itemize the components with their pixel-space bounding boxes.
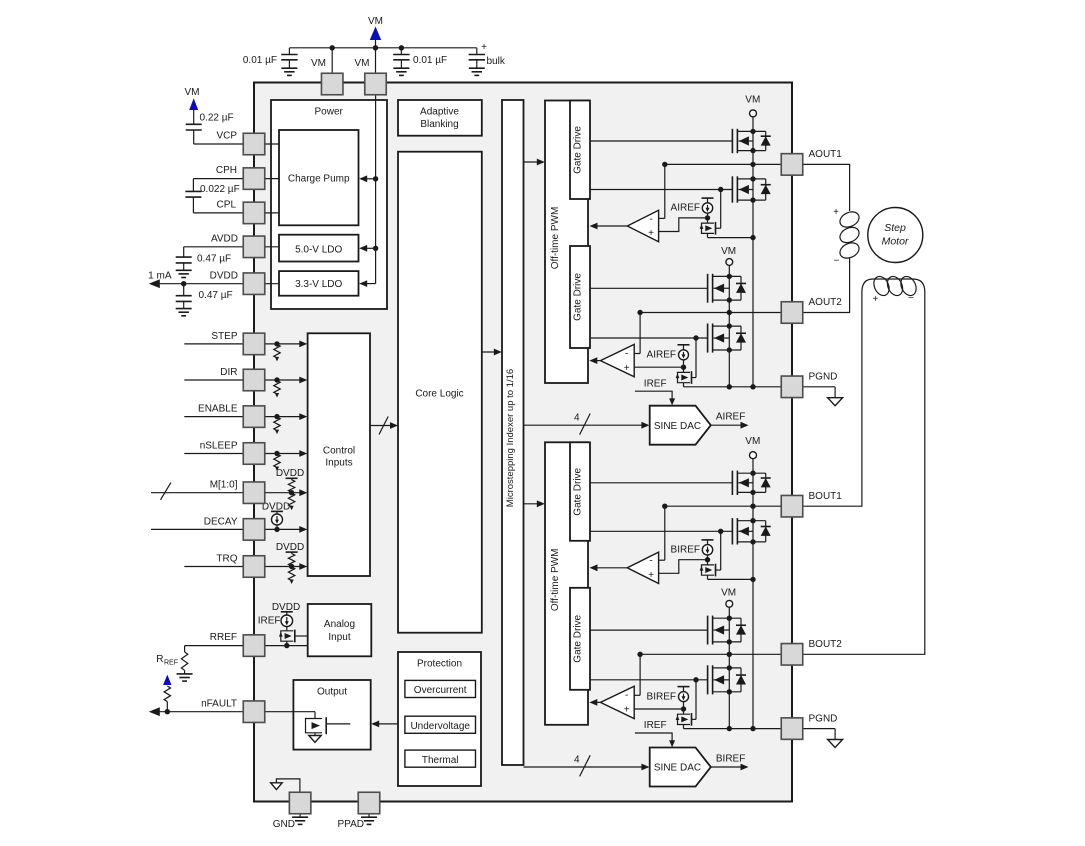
svg-text:0.01 µF: 0.01 µF (413, 55, 447, 66)
svg-text:+: + (833, 207, 839, 218)
svg-text:Motor: Motor (882, 236, 909, 248)
svg-text:DVDD: DVDD (262, 501, 290, 512)
svg-text:Gate Drive: Gate Drive (573, 126, 584, 174)
svg-text:GND: GND (273, 819, 295, 830)
svg-text:+: + (648, 228, 654, 239)
svg-text:Thermal: Thermal (422, 755, 459, 766)
svg-text:Microstepping Indexer up to 1/: Microstepping Indexer up to 1/16 (505, 369, 516, 507)
svg-text:VM: VM (185, 87, 200, 98)
svg-text:AIREF: AIREF (716, 412, 745, 423)
svg-text:AIREF: AIREF (647, 350, 676, 361)
svg-text:BIREF: BIREF (716, 753, 745, 764)
svg-text:RREF: RREF (210, 632, 237, 643)
svg-text:DECAY: DECAY (204, 516, 238, 527)
svg-text:Core Logic: Core Logic (415, 389, 463, 400)
svg-text:5.0-V LDO: 5.0-V LDO (295, 245, 342, 256)
svg-text:STEP: STEP (211, 331, 237, 342)
svg-text:nSLEEP: nSLEEP (200, 441, 238, 452)
svg-text:Power: Power (315, 107, 344, 118)
svg-text:VM: VM (368, 16, 383, 27)
svg-text:IREF: IREF (644, 378, 667, 389)
svg-text:IREF: IREF (258, 616, 281, 627)
svg-text:+: + (624, 705, 630, 716)
svg-text:Output: Output (317, 687, 347, 698)
svg-text:PGND: PGND (809, 713, 838, 724)
svg-text:+: + (481, 42, 487, 53)
svg-text:Control: Control (323, 446, 355, 457)
svg-text:DVDD: DVDD (272, 602, 300, 613)
svg-text:IREF: IREF (644, 720, 667, 731)
svg-text:-: - (649, 556, 652, 567)
svg-text:4: 4 (574, 413, 580, 424)
svg-text:Gate Drive: Gate Drive (573, 614, 584, 662)
svg-text:Off-time PWM: Off-time PWM (550, 207, 561, 270)
svg-text:VM: VM (355, 58, 370, 69)
svg-text:4: 4 (574, 754, 580, 765)
svg-text:AOUT2: AOUT2 (809, 297, 843, 308)
svg-text:BOUT1: BOUT1 (809, 491, 843, 502)
svg-text:1 mA: 1 mA (148, 270, 172, 281)
svg-text:AVDD: AVDD (211, 233, 238, 244)
svg-text:Blanking: Blanking (420, 119, 458, 130)
svg-text:ENABLE: ENABLE (198, 404, 238, 415)
svg-text:0.47 µF: 0.47 µF (199, 290, 233, 301)
svg-text:Overcurrent: Overcurrent (414, 685, 467, 696)
svg-text:−: − (834, 256, 840, 267)
svg-text:BIREF: BIREF (671, 544, 700, 555)
svg-text:Undervoltage: Undervoltage (410, 721, 470, 732)
svg-text:BOUT2: BOUT2 (809, 639, 843, 650)
svg-text:Adaptive: Adaptive (420, 106, 459, 117)
svg-text:SINE DAC: SINE DAC (654, 421, 701, 432)
svg-text:Input: Input (328, 632, 350, 643)
svg-text:+: + (624, 363, 630, 374)
svg-text:Gate Drive: Gate Drive (573, 273, 584, 321)
svg-text:PGND: PGND (809, 372, 838, 383)
svg-text:DVDD: DVDD (276, 468, 304, 479)
svg-text:+: + (648, 570, 654, 581)
svg-text:-: - (625, 348, 628, 359)
svg-text:-: - (649, 214, 652, 225)
svg-text:−: − (908, 293, 914, 304)
svg-text:Analog: Analog (324, 619, 355, 630)
svg-text:TRQ: TRQ (216, 554, 237, 565)
svg-text:CPH: CPH (216, 165, 237, 176)
svg-text:DVDD: DVDD (210, 270, 238, 281)
svg-text:AIREF: AIREF (671, 203, 700, 214)
svg-text:nFAULT: nFAULT (201, 699, 237, 710)
svg-text:DVDD: DVDD (276, 542, 304, 553)
svg-text:Gate Drive: Gate Drive (573, 467, 584, 515)
svg-text:Protection: Protection (417, 659, 462, 670)
svg-text:VM: VM (721, 246, 736, 257)
svg-text:VM: VM (311, 58, 326, 69)
svg-text:+: + (872, 294, 878, 305)
svg-text:VM: VM (721, 588, 736, 599)
svg-text:REF: REF (164, 660, 178, 667)
svg-text:0.01 µF: 0.01 µF (243, 55, 277, 66)
svg-text:Off-time PWM: Off-time PWM (550, 549, 561, 612)
svg-text:0.022 µF: 0.022 µF (200, 184, 240, 195)
svg-text:VM: VM (745, 436, 760, 447)
svg-text:Step: Step (884, 222, 906, 234)
svg-text:-: - (625, 690, 628, 701)
svg-text:Inputs: Inputs (325, 457, 352, 468)
svg-text:SINE DAC: SINE DAC (654, 763, 701, 774)
svg-text:3.3-V LDO: 3.3-V LDO (295, 279, 342, 290)
svg-text:bulk: bulk (487, 56, 506, 67)
svg-text:Charge Pump: Charge Pump (288, 174, 350, 185)
svg-text:0.47 µF: 0.47 µF (197, 254, 231, 265)
svg-text:0.22 µF: 0.22 µF (200, 113, 234, 124)
svg-text:BIREF: BIREF (647, 691, 676, 702)
svg-text:VCP: VCP (216, 131, 237, 142)
svg-text:VM: VM (745, 94, 760, 105)
svg-text:DIR: DIR (220, 367, 237, 378)
svg-text:R: R (156, 654, 163, 665)
svg-text:CPL: CPL (217, 200, 237, 211)
svg-text:PPAD: PPAD (338, 819, 365, 830)
svg-text:M[1:0]: M[1:0] (210, 480, 238, 491)
svg-text:AOUT1: AOUT1 (809, 149, 843, 160)
